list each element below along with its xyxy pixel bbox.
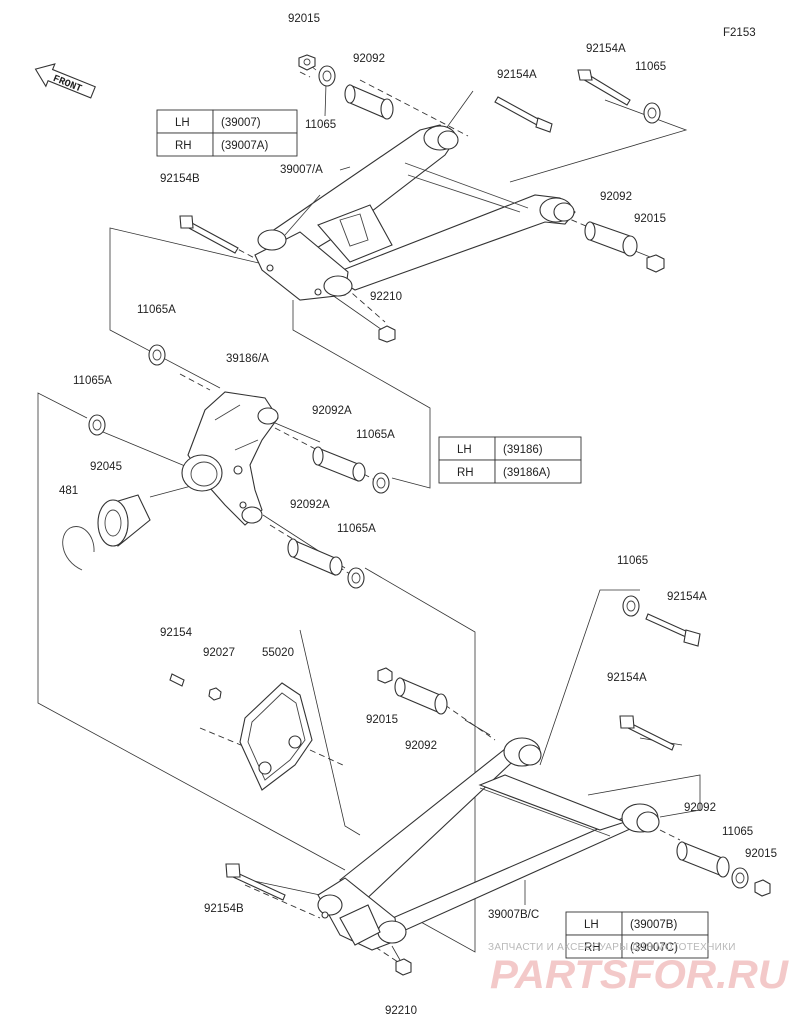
upper-a-arm (254, 124, 576, 301)
nut-icon (298, 54, 316, 71)
bushing-icon (344, 84, 394, 120)
part-label: 481 (59, 485, 78, 497)
bushing-icon (394, 677, 448, 715)
part-label: 92154 (160, 627, 193, 639)
part-label: 92092 (405, 740, 437, 752)
part-label: 55020 (262, 647, 294, 659)
part-label: 92154A (607, 672, 647, 684)
bolt-icon (494, 96, 553, 133)
table-cell: RH (457, 467, 474, 479)
table-cell: (39007B) (630, 919, 677, 931)
part-label: 92210 (370, 291, 402, 303)
bolt-icon (619, 715, 675, 751)
part-label: 92092 (600, 191, 632, 203)
part-label: 92154A (667, 591, 707, 603)
part-label: 11065 (305, 119, 336, 131)
guard-plate (169, 673, 313, 791)
part-label: 92092 (353, 53, 385, 65)
table-cell: RH (584, 942, 601, 954)
part-label: 11065 (617, 555, 648, 567)
part-label: 92154A (586, 43, 626, 55)
bolt-icon (169, 673, 185, 687)
part-label: 92092 (684, 802, 716, 814)
table-cell: (39007C) (630, 942, 678, 954)
washer-icon (372, 472, 390, 494)
table-cell: RH (175, 140, 192, 152)
table-cell: (39186A) (503, 467, 550, 479)
nut-icon (646, 254, 665, 273)
part-label: 92045 (90, 461, 122, 473)
table-cell: (39007A) (221, 140, 268, 152)
part-label: 92027 (203, 647, 235, 659)
part-label: 92015 (288, 13, 320, 25)
part-label: 11065A (337, 523, 376, 535)
bolt-icon (225, 863, 286, 901)
knuckle (181, 391, 279, 526)
part-label: 11065 (722, 826, 753, 838)
bolt-icon (577, 69, 631, 106)
washer-icon (731, 867, 749, 889)
part-labels: F2153 92015 92092 92154A 11065 92154A 11… (59, 13, 777, 1017)
table-cell: LH (175, 117, 190, 129)
bearing-icon (97, 494, 151, 547)
part-label: 92210 (385, 1005, 417, 1017)
table-cell: (39186) (503, 444, 543, 456)
bushing-icon (676, 841, 730, 878)
lower-hardware (225, 595, 771, 976)
table-upper-arm: LH (39007) RH (39007A) (156, 109, 298, 157)
part-label: 11065A (137, 304, 176, 316)
table-cell: (39007) (221, 117, 261, 129)
bushing-icon (312, 446, 366, 482)
bolt-icon (645, 613, 701, 647)
part-label: 92154B (160, 173, 200, 185)
bolt-icon (179, 215, 239, 254)
part-label: 39007B/C (488, 909, 539, 921)
part-label: 92154B (204, 903, 244, 915)
nut-icon (377, 667, 393, 684)
washer-icon (643, 102, 661, 124)
nut-icon (754, 879, 771, 897)
washer-icon (88, 414, 106, 436)
washer-icon (347, 567, 365, 589)
table-cell: LH (584, 919, 599, 931)
part-label: 92015 (366, 714, 398, 726)
nut-icon (378, 325, 396, 343)
part-label: 39186/A (226, 353, 269, 365)
part-label: 92154A (497, 69, 537, 81)
front-arrow-icon: FRONT (34, 63, 96, 99)
washer-icon (622, 595, 640, 617)
nut-icon (395, 958, 412, 976)
watermark: ЗАПЧАСТИ И АКСЕССУАРЫ ДЛЯ МОТОТЕХНИКИ PA… (488, 942, 789, 997)
part-label: 92092A (312, 405, 352, 417)
part-label: 92092A (290, 499, 330, 511)
bushing-icon (584, 221, 638, 257)
table-knuckle: LH (39186) RH (39186A) (438, 436, 582, 484)
knuckle-hardware (62, 344, 390, 589)
watermark-logo: PARTSFOR.RU (490, 953, 789, 997)
part-label: 11065 (635, 61, 666, 73)
nut-icon (208, 687, 222, 701)
part-label: 39007/A (280, 164, 323, 176)
lower-a-arm (317, 737, 660, 951)
bushing-icon (287, 538, 343, 576)
part-label: 92015 (745, 848, 777, 860)
washer-icon (318, 65, 336, 87)
upper-hardware (179, 54, 665, 343)
part-label: 11065A (73, 375, 112, 387)
table-lower-arm: LH (39007B) RH (39007C) (565, 911, 709, 959)
table-cell: LH (457, 444, 472, 456)
part-label: 11065A (356, 429, 395, 441)
part-label: 92015 (634, 213, 666, 225)
watermark-tagline: ЗАПЧАСТИ И АКСЕССУАРЫ ДЛЯ МОТОТЕХНИКИ (488, 942, 736, 953)
diagram-id: F2153 (723, 27, 756, 39)
circlip-icon (62, 526, 95, 571)
washer-icon (148, 344, 166, 366)
